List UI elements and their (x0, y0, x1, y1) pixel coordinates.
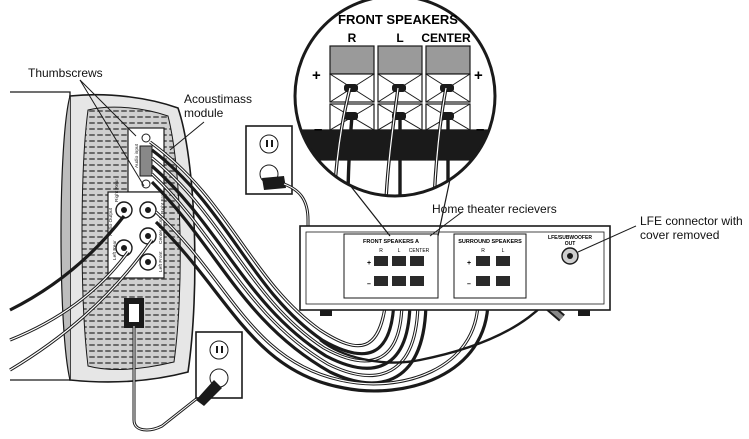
center-front-label: Center Front (158, 216, 164, 244)
zoom-plus-left: + (312, 67, 321, 84)
thumbscrew-icon (141, 133, 151, 143)
home-theater-label: Home theater recievers (432, 202, 557, 216)
receiver-minus-front: – (367, 281, 371, 288)
receiver-minus-surround: – (467, 281, 471, 288)
zoom-title: FRONT SPEAKERS (338, 12, 458, 27)
zoom-plus-right: + (474, 67, 483, 84)
right-front-label: Right Front (160, 190, 166, 214)
thumbscrews-label: Thumbscrews (28, 66, 103, 80)
zoom-minus-left: – (314, 121, 322, 138)
surround-channel-l: L (502, 248, 505, 254)
lfe-out-label-2: OUT (565, 241, 576, 247)
zoom-minus-right: – (476, 121, 484, 138)
audio-input-label: Audio input (134, 143, 140, 168)
acoustimass-label: Acoustimass (184, 92, 253, 106)
zoom-channel-center: CENTER (421, 31, 471, 45)
home-theater-receiver (299, 225, 611, 316)
right-rear-label: Right Rear (114, 179, 120, 202)
wall-outlet-upper (245, 125, 293, 195)
audio-output-label: Audio Output (108, 207, 114, 236)
receiver-plus-surround: + (467, 260, 471, 267)
front-speakers-a-label: FRONT SPEAKERS A (363, 239, 419, 245)
lfe-connector-label: LFE connector with (640, 214, 743, 228)
acoustimass-label-2: module (184, 106, 224, 120)
receiver-channel-center: CENTER (409, 248, 430, 254)
surround-channel-r: R (481, 248, 485, 254)
power-plug-icon (196, 380, 222, 406)
surround-speakers-label: SURROUND SPEAKERS (458, 239, 522, 245)
lfe-out-label: LFE/SUBWOOFER (548, 235, 592, 241)
left-rear-label: Left Rear (112, 240, 118, 260)
acoustimass-module (10, 91, 196, 383)
receiver-channel-r: R (379, 248, 383, 254)
speaker-cable-bundle (9, 140, 490, 393)
receiver-channel-l: L (398, 248, 401, 254)
zoom-channel-l: L (396, 31, 403, 45)
power-plug-icon (262, 176, 286, 190)
receiver-plus-front: + (367, 260, 371, 267)
wall-outlet-lower (195, 331, 243, 406)
zoom-channel-r: R (348, 31, 357, 45)
left-front-label: Left Front (158, 251, 164, 272)
zoom-magnifier (293, 0, 497, 198)
lfe-connector-label-2: cover removed (640, 228, 720, 242)
